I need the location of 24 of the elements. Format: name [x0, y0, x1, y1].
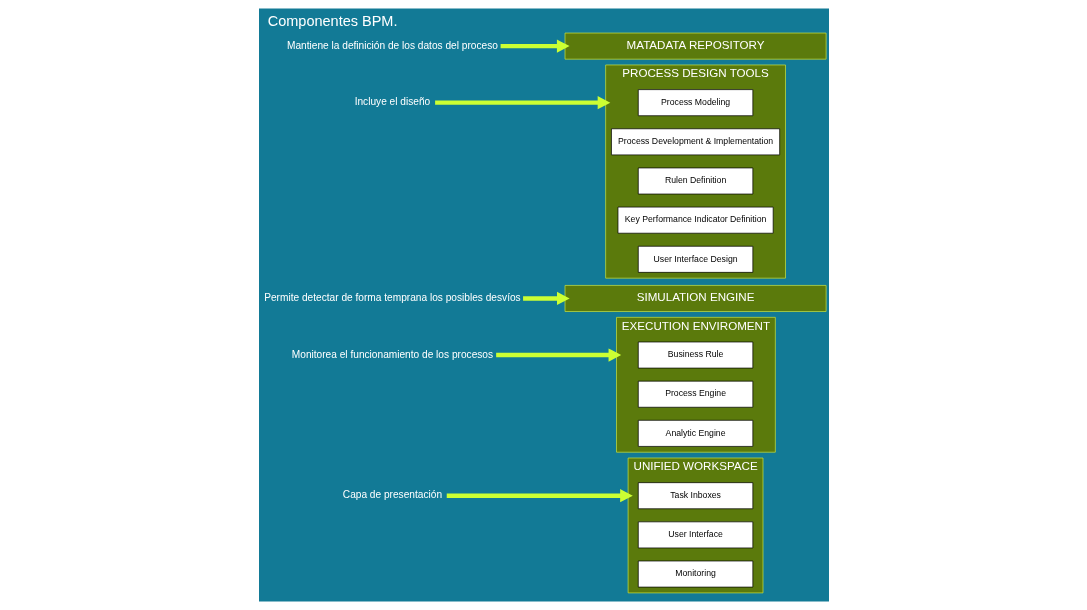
node-box: MATADATA REPOSITORY — [564, 32, 826, 60]
node-text: Incluye el diseño — [354, 96, 430, 108]
node-box: User Interface — [637, 521, 753, 549]
node-box: SIMULATION ENGINE — [564, 285, 826, 312]
node-box: Process Development & Implementation — [610, 128, 780, 156]
node-text: Capa de presentación — [342, 489, 442, 501]
arrow — [434, 96, 610, 110]
node-box: Monitoring — [637, 560, 753, 588]
node-box: Analytic Engine — [637, 419, 753, 447]
node-box: Process Engine — [637, 380, 753, 408]
node-box: User Interface Design — [637, 245, 753, 273]
arrow — [495, 348, 621, 362]
arrow — [500, 39, 570, 53]
node-text: Permite detectar de forma temprana los posibles desvíos — [263, 292, 521, 304]
node-box: Key Performance Indicator Definition — [617, 206, 774, 234]
node-text: Monitorea el funcionamiento de los procesos — [291, 348, 493, 360]
diagram-title: Componentes BPM. — [267, 12, 397, 29]
node-box: Task Inboxes — [637, 482, 753, 510]
arrow — [446, 489, 633, 503]
node-box: Business Rule — [637, 341, 753, 369]
node-box: Rulen Definition — [637, 167, 753, 195]
node-text: Mantiene la definición de los datos del proceso — [286, 39, 498, 51]
node-box: Process Modeling — [637, 89, 753, 117]
arrow — [522, 291, 570, 306]
